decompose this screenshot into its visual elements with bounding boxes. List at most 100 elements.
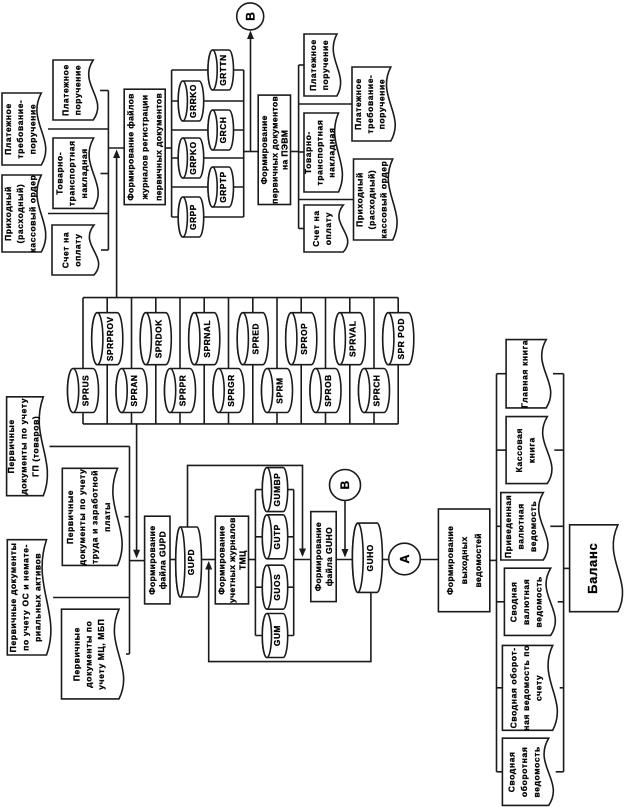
svg-text:SPRCH: SPRCH bbox=[372, 374, 382, 406]
svg-text:файла GUHO: файла GUHO bbox=[324, 527, 334, 586]
svg-text:Формирование: Формирование bbox=[216, 526, 226, 595]
svg-text:SPRED: SPRED bbox=[250, 323, 260, 355]
svg-text:транспортная: транспортная bbox=[67, 140, 77, 206]
svg-text:В: В bbox=[338, 480, 352, 489]
svg-text:SPRVAL: SPRVAL bbox=[347, 320, 357, 357]
svg-text:ведомостей: ведомостей bbox=[473, 533, 483, 587]
svg-text:риальных активов: риальных активов bbox=[33, 553, 43, 642]
svg-text:Баланс: Баланс bbox=[585, 543, 600, 594]
svg-text:Кассовая: Кассовая bbox=[514, 428, 524, 473]
svg-text:учетных журналов: учетных журналов bbox=[227, 517, 237, 603]
svg-text:валютная: валютная bbox=[516, 503, 526, 549]
svg-text:ведомость: ведомость bbox=[528, 501, 538, 552]
svg-text:GUMBP: GUMBP bbox=[272, 473, 282, 507]
svg-text:документы по учету: документы по учету bbox=[77, 468, 87, 565]
svg-text:GRCH: GRCH bbox=[218, 117, 228, 144]
svg-text:ТМЦ: ТМЦ bbox=[238, 550, 248, 570]
svg-text:выходных: выходных bbox=[459, 536, 469, 584]
svg-text:Приходный: Приходный bbox=[355, 172, 365, 227]
svg-text:В: В bbox=[243, 12, 257, 21]
svg-text:журналов регистрации: журналов регистрации bbox=[140, 94, 150, 200]
svg-text:GUHO: GUHO bbox=[365, 544, 375, 571]
svg-text:Первичные: Первичные bbox=[6, 419, 16, 473]
svg-text:Сводная: Сводная bbox=[507, 751, 517, 792]
svg-text:накладная: накладная bbox=[79, 148, 89, 198]
svg-text:GUOS: GUOS bbox=[272, 574, 282, 601]
svg-text:Главная книга: Главная книга bbox=[520, 340, 530, 408]
svg-text:Товарно-: Товарно- bbox=[303, 131, 313, 174]
svg-text:накладная: накладная bbox=[327, 127, 337, 177]
svg-text:ная ведомость по: ная ведомость по bbox=[521, 645, 531, 731]
svg-text:поручение: поручение bbox=[27, 104, 37, 155]
svg-text:Товарно-: Товарно- bbox=[54, 152, 64, 195]
svg-text:Формирование: Формирование bbox=[259, 115, 269, 184]
svg-text:Формирование файлов: Формирование файлов bbox=[126, 93, 136, 200]
svg-text:Формирование: Формирование bbox=[313, 522, 323, 591]
svg-text:GRPP: GRPP bbox=[188, 204, 198, 230]
svg-text:SPRGR: SPRGR bbox=[226, 374, 236, 407]
svg-text:Платежное: Платежное bbox=[3, 103, 13, 155]
svg-text:Первичные документы: Первичные документы bbox=[8, 542, 18, 652]
svg-text:SPRDOK: SPRDOK bbox=[153, 319, 163, 358]
svg-text:Формирование: Формирование bbox=[445, 526, 455, 595]
svg-text:поручение: поручение bbox=[73, 65, 83, 116]
svg-text:платы: платы bbox=[102, 502, 112, 532]
svg-text:учету МЦ, МБП: учету МЦ, МБП bbox=[96, 618, 106, 689]
svg-text:Приходный: Приходный bbox=[3, 186, 13, 241]
svg-text:требование-: требование- bbox=[365, 74, 375, 133]
svg-text:транспортная: транспортная bbox=[315, 120, 325, 186]
svg-text:кассовый ордер: кассовый ордер bbox=[27, 175, 37, 253]
svg-text:SPROB: SPROB bbox=[323, 374, 333, 407]
svg-text:ведомость: ведомость bbox=[531, 746, 541, 797]
svg-text:GUTP: GUTP bbox=[272, 524, 282, 549]
svg-text:GRPTP: GRPTP bbox=[218, 171, 228, 203]
svg-text:Первичные: Первичные bbox=[65, 490, 75, 544]
svg-text:оплату: оплату bbox=[323, 212, 333, 245]
svg-text:SPR POD: SPR POD bbox=[396, 318, 406, 360]
svg-text:по учету ОС и немате-: по учету ОС и немате- bbox=[20, 544, 30, 651]
svg-text:SPROP: SPROP bbox=[299, 323, 309, 355]
svg-text:Первичные: Первичные bbox=[71, 627, 81, 681]
svg-text:GUPD: GUPD bbox=[186, 549, 196, 575]
svg-text:GRPKO: GRPKO bbox=[188, 141, 198, 174]
svg-text:Приведенная: Приведенная bbox=[503, 495, 513, 558]
svg-text:на ПЭВМ: на ПЭВМ bbox=[280, 130, 290, 170]
svg-text:SPRM: SPRM bbox=[275, 377, 285, 403]
svg-text:ведомость: ведомость bbox=[533, 576, 543, 627]
svg-text:SPRPROV: SPRPROV bbox=[105, 316, 115, 361]
svg-text:Платежное: Платежное bbox=[60, 64, 70, 116]
svg-text:Формирование: Формирование bbox=[147, 526, 157, 595]
svg-text:SPRNAL: SPRNAL bbox=[202, 320, 212, 358]
svg-text:А: А bbox=[398, 554, 412, 563]
svg-text:поручение: поручение bbox=[320, 40, 330, 91]
svg-text:GRRKO: GRRKO bbox=[188, 84, 198, 118]
svg-text:валютная: валютная bbox=[521, 579, 531, 625]
svg-text:SPRAN: SPRAN bbox=[129, 374, 139, 406]
svg-text:документы по учету: документы по учету bbox=[18, 398, 28, 495]
svg-text:Платежное: Платежное bbox=[308, 39, 318, 91]
svg-text:Счет на: Счет на bbox=[311, 210, 321, 246]
svg-text:(расходный): (расходный) bbox=[367, 170, 377, 230]
svg-text:первичных документов: первичных документов bbox=[154, 93, 164, 201]
svg-text:SPRUS: SPRUS bbox=[81, 375, 91, 407]
svg-text:(расходный): (расходный) bbox=[15, 184, 25, 244]
svg-text:оплату: оплату bbox=[73, 233, 83, 266]
svg-text:GRTTN: GRTTN bbox=[218, 54, 228, 86]
svg-text:SPRPR: SPRPR bbox=[178, 375, 188, 407]
svg-text:ГП (товаров): ГП (товаров) bbox=[31, 416, 41, 477]
svg-text:первичных документов: первичных документов bbox=[269, 96, 279, 204]
svg-text:кассовый ордер: кассовый ордер bbox=[378, 161, 388, 239]
svg-text:оборотная: оборотная bbox=[519, 747, 529, 797]
svg-text:файла GUPD: файла GUPD bbox=[158, 531, 168, 589]
svg-text:документы по: документы по bbox=[84, 620, 94, 687]
svg-text:GUM: GUM bbox=[272, 625, 282, 646]
svg-text:Сводная оборот-: Сводная оборот- bbox=[509, 647, 519, 728]
svg-text:счету: счету bbox=[533, 675, 543, 701]
svg-text:требование-: требование- bbox=[15, 99, 25, 158]
svg-text:книга: книга bbox=[526, 437, 536, 463]
svg-text:Сводная: Сводная bbox=[509, 581, 519, 622]
svg-text:труда и заработной: труда и заработной bbox=[90, 470, 100, 564]
svg-text:поручение: поручение bbox=[377, 79, 387, 130]
svg-text:Платежное: Платежное bbox=[353, 78, 363, 130]
svg-text:Счет на: Счет на bbox=[60, 232, 70, 268]
